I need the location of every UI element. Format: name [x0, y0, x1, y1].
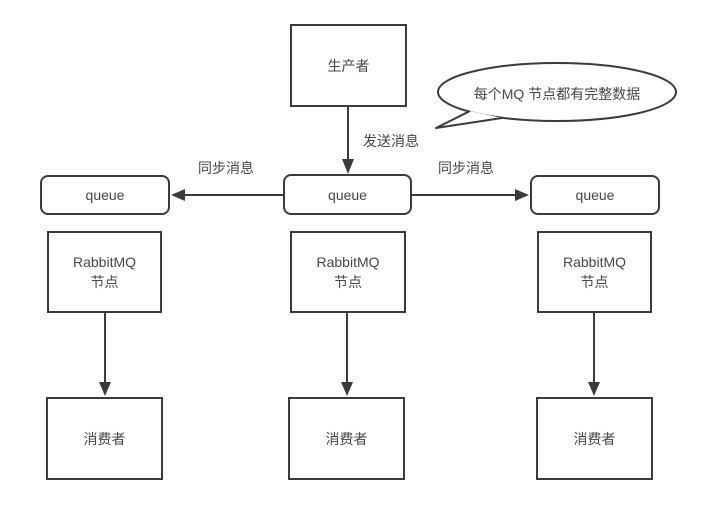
queue-box-center: queue: [283, 174, 412, 215]
rabbitmq-node-left-line1: RabbitMQ: [72, 254, 137, 270]
rabbitmq-node-right-line1: RabbitMQ: [562, 254, 627, 270]
speech-bubble-shape: [435, 62, 677, 129]
consumer-right-label: 消费者: [573, 430, 616, 447]
speech-bubble-tail: [435, 110, 503, 129]
arrow-producer-to-queue: [342, 107, 354, 174]
queue-center-label: queue: [328, 186, 367, 203]
rabbitmq-node-right-line2: 节点: [580, 274, 609, 290]
producer-label: 生产者: [327, 57, 370, 74]
producer-box: 生产者: [290, 24, 407, 107]
consumer-left-label: 消费者: [83, 430, 126, 447]
edge-label-send-message: 发送消息: [363, 133, 419, 149]
consumer-box-center: 消费者: [288, 397, 405, 480]
rabbitmq-node-left-line2: 节点: [90, 274, 119, 290]
arrow-center-node-to-consumer: [341, 313, 353, 396]
rabbitmq-node-center-label: RabbitMQ 节点: [316, 252, 379, 292]
rabbitmq-node-center-line2: 节点: [334, 274, 362, 290]
arrow-right-node-to-consumer: [588, 313, 600, 396]
queue-right-label: queue: [575, 187, 615, 203]
consumer-box-left: 消费者: [46, 397, 163, 480]
arrow-left-node-to-consumer: [99, 313, 111, 396]
rabbitmq-node-box-left: RabbitMQ 节点: [47, 231, 162, 313]
queue-left-label: queue: [85, 187, 125, 203]
rabbitmq-node-box-center: RabbitMQ 节点: [290, 231, 406, 313]
arrow-sync-to-left-queue: [171, 189, 283, 201]
rabbitmq-node-center-line1: RabbitMQ: [316, 254, 380, 270]
queue-box-right: queue: [530, 175, 660, 215]
edge-label-sync-left: 同步消息: [198, 160, 254, 176]
arrow-sync-to-right-queue: [412, 189, 529, 201]
rabbitmq-node-box-right: RabbitMQ 节点: [537, 231, 652, 313]
consumer-box-right: 消费者: [536, 397, 653, 480]
rabbitmq-node-left-label: RabbitMQ 节点: [73, 252, 136, 292]
speech-bubble-ellipse: [437, 62, 677, 122]
rabbitmq-node-right-label: RabbitMQ 节点: [563, 252, 626, 292]
consumer-center-label: 消费者: [325, 430, 368, 447]
queue-box-left: queue: [40, 175, 170, 215]
speech-bubble-text: 每个MQ 节点都有完整数据: [473, 86, 641, 102]
edge-label-sync-right: 同步消息: [438, 160, 494, 176]
